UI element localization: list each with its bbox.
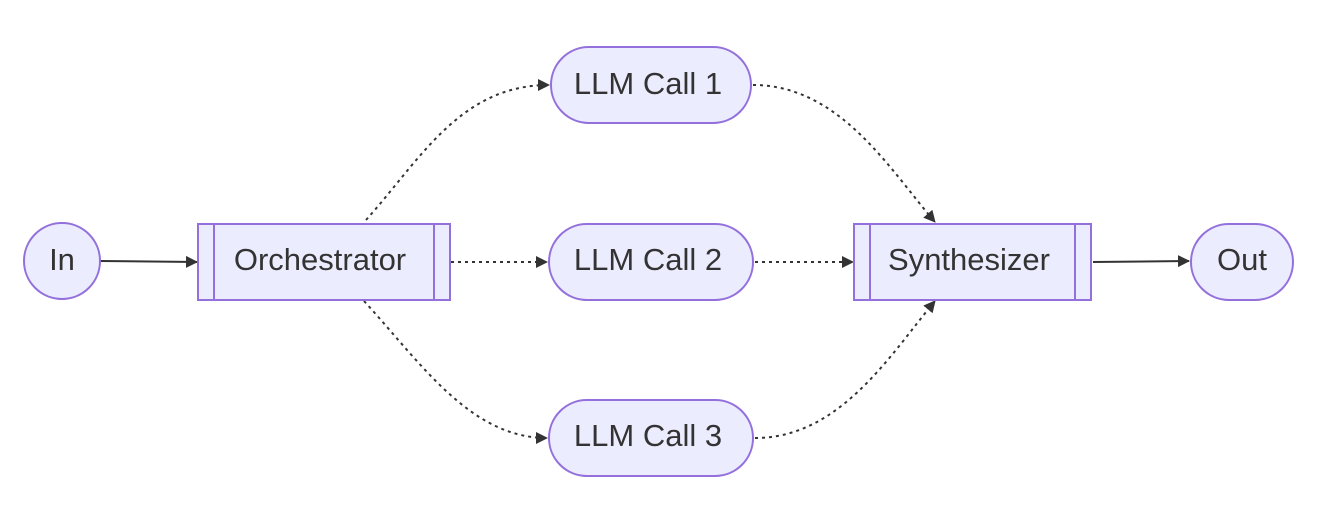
edge-orchestrator-to-llm-call-3 [363,300,548,444]
edge-llm-call-3-to-synthesizer [754,300,936,439]
node-orchestrator: Orchestrator [197,223,451,301]
node-orchestrator-label: Orchestrator [234,242,406,277]
node-llm-call-1: LLM Call 1 [550,46,752,124]
node-synthesizer: Synthesizer [853,223,1092,301]
edge-llm-call-1-to-synthesizer [752,84,936,223]
edges [99,79,1190,444]
node-out: Out [1190,223,1294,301]
node-out-label: Out [1217,242,1267,277]
edge-orchestrator-to-llm-call-1 [365,79,550,221]
edge-in-to-orchestrator [99,255,198,268]
node-in: In [23,222,101,300]
node-llm-call-2: LLM Call 2 [548,223,754,301]
edge-synthesizer-to-out [1092,255,1190,268]
node-synthesizer-label: Synthesizer [888,242,1050,277]
node-llm-call-3: LLM Call 3 [548,399,754,477]
node-llm-call-1-label: LLM Call 1 [574,66,722,101]
node-llm-call-3-label: LLM Call 3 [574,418,722,453]
node-llm-call-2-label: LLM Call 2 [574,242,722,277]
node-in-label: In [49,242,75,277]
